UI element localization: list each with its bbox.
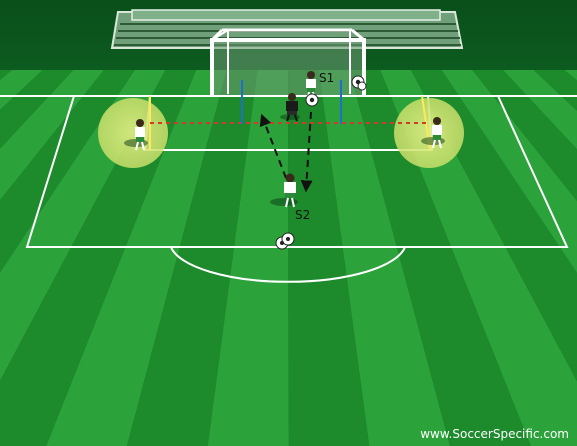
grass-stripes: [0, 70, 577, 446]
grass-stripe: [564, 70, 577, 81]
left-wide-zone: [98, 98, 168, 168]
grass-stripe: [318, 70, 451, 446]
label-s1: S1: [319, 71, 334, 85]
grass-stripe: [126, 70, 258, 446]
player-right-wide: [421, 117, 445, 149]
grass-stripe: [533, 70, 577, 111]
watermark: www.SoccerSpecific.com: [420, 427, 569, 441]
grass-stripe: [441, 70, 577, 273]
grass-stripe: [410, 70, 577, 382]
soccer-ball-icon: [351, 75, 367, 91]
grass-stripe: [46, 70, 227, 446]
right-wide-zone: [394, 98, 464, 168]
grass-stripe: [472, 70, 577, 201]
penalty-arc: [170, 246, 406, 283]
goalkeeper: [280, 93, 300, 122]
pass-arrow-down: [300, 111, 313, 193]
goal: [210, 28, 366, 95]
soccer-ball-icon: [275, 232, 295, 250]
grass-stripe: [503, 70, 577, 150]
soccer-ball-icon: [305, 93, 319, 107]
grass-stripe: [349, 70, 531, 446]
penalty-area: [25, 95, 569, 248]
label-s2: S2: [295, 208, 310, 222]
pass-arrows: [259, 111, 313, 193]
player-s2: [270, 173, 298, 208]
player-left-wide: [124, 119, 148, 151]
grass-stripe: [207, 70, 289, 446]
